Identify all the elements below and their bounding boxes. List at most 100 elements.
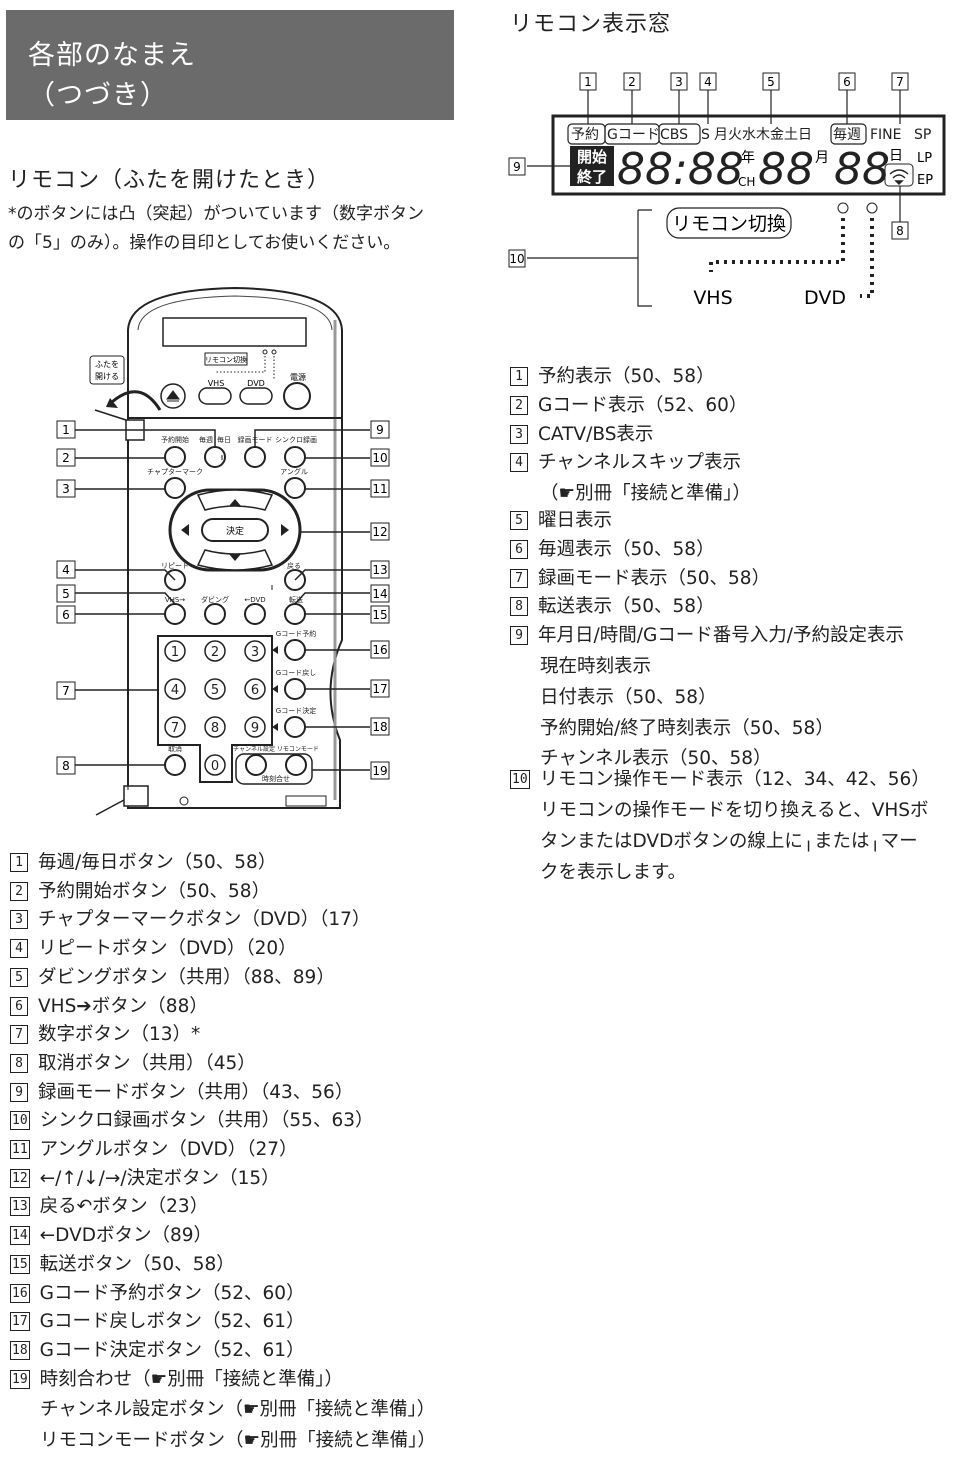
digit-label: 4 xyxy=(171,683,179,698)
list-item-text: 録画モード表示（50、58） xyxy=(538,567,771,589)
digit-button-9[interactable] xyxy=(244,716,266,738)
down-arrow-icon[interactable] xyxy=(229,554,241,561)
digit-label: 8 xyxy=(211,721,219,736)
digit-button-4[interactable] xyxy=(164,678,186,700)
display-callout-box xyxy=(623,72,641,91)
remote-callout-box xyxy=(56,560,76,579)
list-item-number: 9 xyxy=(510,626,528,646)
label-angle: アングル xyxy=(280,467,308,476)
list-item-number: 5 xyxy=(510,511,528,530)
list-item-text: 転送表示（50、58） xyxy=(538,596,715,618)
digit-button-3[interactable] xyxy=(244,640,266,662)
header-title-line2: （つづき） xyxy=(28,80,168,111)
digit-button-0[interactable] xyxy=(204,754,226,776)
label-gcode-kettei: Gコード決定 xyxy=(276,706,316,715)
remote-callout-box xyxy=(370,761,390,780)
list-item-text: 録画モードボタン（共用）（43、56） xyxy=(38,1081,354,1103)
list-item-number: 19 xyxy=(10,1369,30,1389)
remote-callout-number: 7 xyxy=(62,684,70,698)
remote-callout-number: 9 xyxy=(376,423,384,437)
digit-label: 3 xyxy=(251,645,259,660)
up-arrow-icon[interactable] xyxy=(229,499,241,506)
remote-callout-number: 12 xyxy=(372,525,387,539)
digit-button-2[interactable] xyxy=(204,640,226,662)
angle-button[interactable] xyxy=(284,477,306,499)
chapter-button[interactable] xyxy=(164,477,186,499)
remote-vhs-label: VHS xyxy=(208,379,225,388)
dubbing-button[interactable] xyxy=(204,603,226,625)
list-item-number: 1 xyxy=(510,367,528,386)
lcd-cbs: CBS xyxy=(660,127,688,143)
display-callout-number: 4 xyxy=(704,75,712,89)
label-synchro: シンクロ録画 xyxy=(275,435,317,444)
digit-button-5[interactable] xyxy=(204,678,226,700)
lcd-s: S xyxy=(701,127,710,143)
list-item-number: 3 xyxy=(510,424,528,444)
torikeshi-button[interactable] xyxy=(164,754,186,776)
remote-note-line2: の「5」のみ）。操作の目印としてお使いください。 xyxy=(8,233,401,253)
digit-button-1[interactable] xyxy=(164,640,186,662)
list-item: 1 予約表示（50、58） xyxy=(510,362,715,388)
remote-callout-box xyxy=(56,479,76,498)
list-item-number: 17 xyxy=(10,1312,30,1332)
digit-button-7[interactable] xyxy=(164,716,186,738)
display-callout-box xyxy=(508,157,526,176)
remote-callout-number: 17 xyxy=(372,682,387,696)
remote-callout-number: 1 xyxy=(62,423,70,437)
to-dvd-button[interactable] xyxy=(244,603,266,625)
left-arrow-icon[interactable] xyxy=(181,524,189,536)
display-callout-box xyxy=(699,72,717,91)
list-item-number: 5 xyxy=(10,967,28,987)
list-item-subtext: 日付表示（50、58） xyxy=(540,686,717,708)
lcd-sp: SP xyxy=(914,127,931,143)
lid-label-2: 開ける xyxy=(95,372,119,381)
display-section-title: リモコン表示窓 xyxy=(510,12,672,37)
channel-button[interactable] xyxy=(245,754,267,776)
display-callout-number: 9 xyxy=(513,160,521,174)
list-item-text: シンクロ録画ボタン（共用）（55、63） xyxy=(39,1110,374,1132)
right-arrow-icon[interactable] xyxy=(281,524,289,536)
remote-mode-button[interactable] xyxy=(285,754,307,776)
digit-button-8[interactable] xyxy=(204,716,226,738)
remote-callout-number: 19 xyxy=(372,764,387,778)
list-item: 12←/↑/↓/→/決定ボタン（15） xyxy=(10,1164,280,1190)
remote-power-label: 電源 xyxy=(290,373,306,382)
gcode-yoyaku-button[interactable] xyxy=(284,639,306,661)
vhs-to-button[interactable] xyxy=(164,603,186,625)
list-item-text: 戻る↶ボタン（23） xyxy=(39,1196,209,1218)
remote-callout-number: 16 xyxy=(372,643,387,657)
list-item-text: 取消ボタン（共用）（45） xyxy=(38,1052,256,1074)
lcd-fine: FINE xyxy=(870,127,902,143)
remote-note-line1: *のボタンには凸（突起）がついています（数字ボタン xyxy=(8,204,424,224)
gcode-kettei-button[interactable] xyxy=(284,716,306,738)
synchro-button[interactable] xyxy=(284,446,306,468)
digit-label: 6 xyxy=(251,683,259,698)
dvd-button[interactable] xyxy=(239,387,273,405)
list-item-text: 予約表示（50、58） xyxy=(538,366,715,387)
rokuga-button[interactable] xyxy=(244,446,266,468)
list-item-text: Gコード決定ボタン（52、61） xyxy=(39,1339,305,1361)
power-button[interactable] xyxy=(283,382,311,410)
digit-button-6[interactable] xyxy=(244,678,266,700)
list-item-subtext: 予約開始/終了時刻表示（50、58） xyxy=(540,717,834,739)
yoyaku-button[interactable] xyxy=(164,446,186,468)
list-item-number: 14 xyxy=(10,1226,30,1246)
tenso-button[interactable] xyxy=(284,603,306,625)
display-callout-box xyxy=(762,72,780,91)
display-callout-number: 6 xyxy=(843,75,851,89)
vhs-button[interactable] xyxy=(198,387,232,405)
display-diagram: 予約 Gコード CBS S 月火水木金土日 毎週 FINE SP 開始 終了 8… xyxy=(508,72,946,309)
remote-callout-box xyxy=(56,681,76,700)
gcode-modoshi-button[interactable] xyxy=(284,678,306,700)
remote-callout-number: 8 xyxy=(62,759,70,773)
label-kettei: 決定 xyxy=(226,525,244,537)
header-title: 各部のなまえ （つづき） xyxy=(28,36,196,116)
kettei-button[interactable] xyxy=(201,518,269,542)
remote-callout-number: 5 xyxy=(62,587,70,601)
